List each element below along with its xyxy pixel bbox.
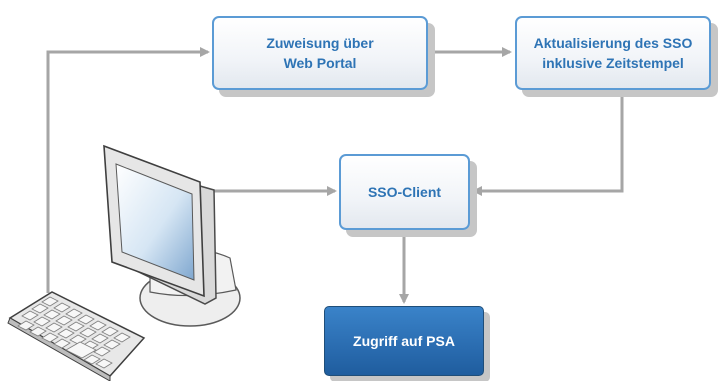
node-zugriff-label: Zugriff auf PSA: [353, 333, 455, 349]
keyboard-icon: [7, 291, 146, 381]
connector-keyboard-to-zuweisung: [46, 47, 210, 293]
node-sso-client: SSO-Client: [339, 154, 470, 230]
node-zuweisung-label: Zuweisung über Web Portal: [266, 35, 374, 71]
connector-aktualisierung-to-ssoclient: [472, 92, 624, 196]
node-zuweisung-web-portal: Zuweisung über Web Portal: [212, 16, 428, 90]
computer-monitor-icon: [103, 144, 241, 327]
node-aktualisierung-sso: Aktualisierung des SSO inklusive Zeitste…: [515, 16, 711, 90]
node-zugriff-psa: Zugriff auf PSA: [324, 306, 484, 376]
node-aktualisierung-label: Aktualisierung des SSO inklusive Zeitste…: [533, 35, 693, 71]
node-sso-client-label: SSO-Client: [367, 184, 442, 200]
